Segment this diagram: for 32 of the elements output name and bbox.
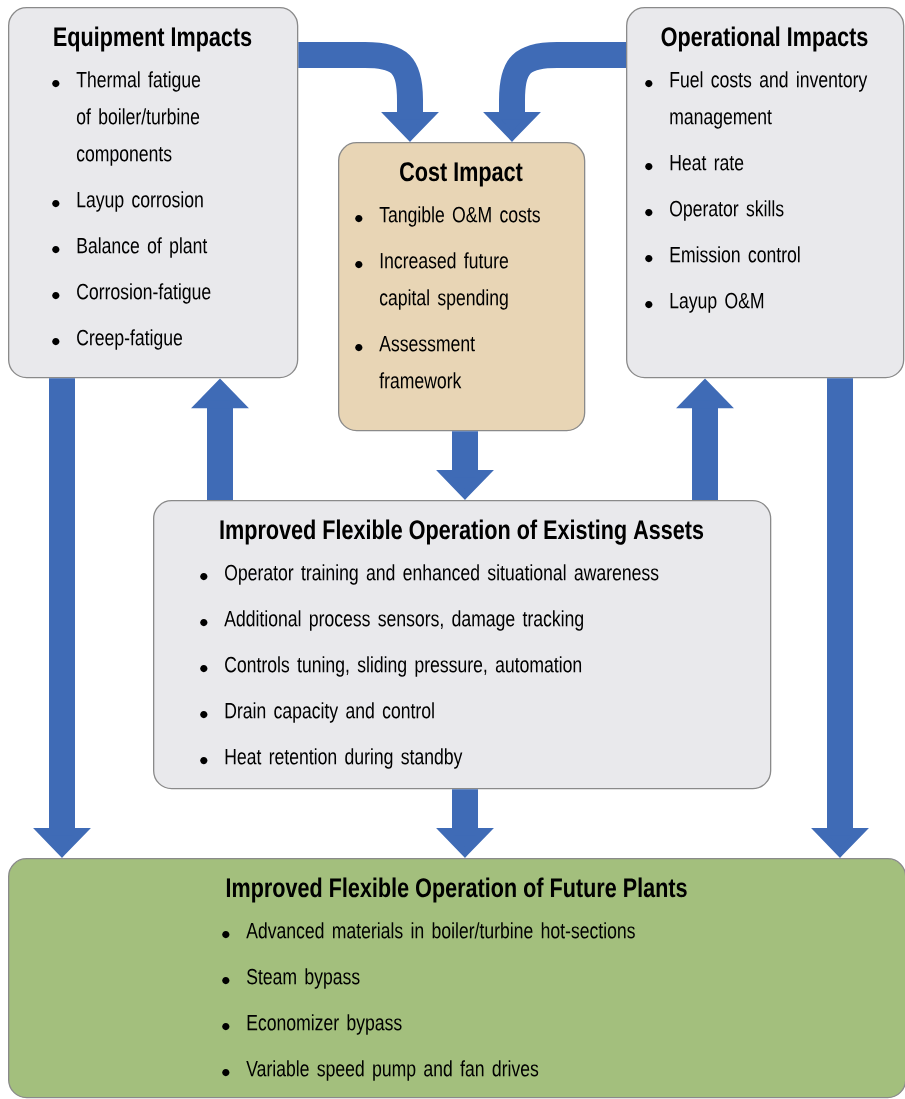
bullet-item: Thermal fatigue of boiler/turbine components (52, 71, 201, 166)
info-box (338, 142, 586, 432)
bullet-item: Controls tuning, sliding pressure, automation (200, 656, 582, 677)
bullet-item: Operator training and enhanced situational awareness (200, 564, 659, 585)
bullet-item: Layup corrosion (52, 191, 203, 212)
bullet-item: Advanced materials in boiler/turbine hot-sections (222, 922, 635, 939)
bullet-item: Variable speed pump and fan drives (222, 1060, 539, 1081)
info-box (626, 7, 905, 379)
bullet-item: Corrosion-fatigue (52, 283, 211, 304)
bullet-item: Steam bypass (222, 968, 360, 989)
info-box (8, 7, 299, 379)
bullet-item: Balance of plant (52, 237, 208, 258)
bullet-item: Additional process sensors, damage tracking (200, 610, 583, 631)
bullet-item: Fuel costs and inventory management (645, 71, 868, 129)
box-heading: Cost Impact (400, 162, 523, 187)
bullet-item: Drain capacity and control (200, 702, 434, 723)
bullet-item: Creep-fatigue (52, 329, 183, 350)
box-heading: Operational Impacts (661, 26, 868, 52)
bullet-item: Operator skills (645, 200, 784, 221)
bullet-item: Tangible O&M costs (355, 206, 540, 227)
bullet-item: Increased future capital spending (355, 252, 509, 310)
box-heading: Equipment Impacts (54, 26, 252, 52)
bullet-item: Layup O&M (645, 292, 764, 313)
bullet-item: Economizer bypass (222, 1014, 402, 1035)
info-box (8, 858, 905, 1099)
bullet-item: Emission control (645, 246, 800, 263)
bullet-item: Heat retention during standby (200, 748, 463, 769)
bullet-item: Heat rate (645, 155, 744, 171)
box-heading: Improved Flexible Operation of Future Plants (226, 877, 687, 903)
info-box (153, 500, 772, 790)
bullet-item: Assessment framework (355, 336, 475, 389)
box-heading: Improved Flexible Operation of Existing Assets (220, 519, 704, 545)
